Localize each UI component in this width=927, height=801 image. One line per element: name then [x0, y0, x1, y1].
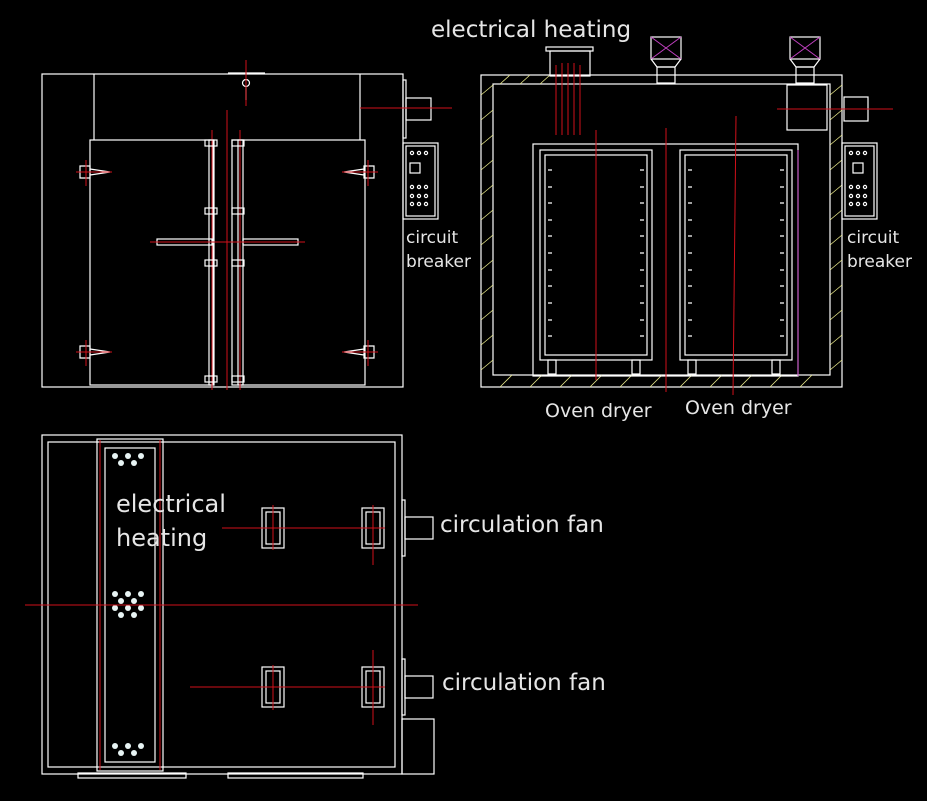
- side-cabinet-outline: [480, 74, 843, 388]
- label-oven-dryer-right: Oven dryer: [685, 397, 792, 419]
- left-door: [89, 139, 214, 386]
- circulation-fan-icon: [404, 516, 434, 540]
- label-circuit-breaker-front: circuit breaker: [406, 228, 471, 272]
- label-circulation-fan-bottom: circulation fan: [442, 670, 606, 696]
- heater-holes: [112, 453, 144, 756]
- label-electrical-heating-top: electrical heating: [116, 490, 226, 552]
- front-cabinet-outline: [41, 73, 404, 388]
- circulation-fan-icon: [404, 675, 434, 699]
- control-panel: [841, 142, 878, 220]
- label-electrical-heating-side: electrical heating: [431, 17, 632, 43]
- insulation-hatch: [480, 74, 843, 388]
- exhaust-vent-right: [789, 36, 821, 84]
- electrical-heating-unit: [549, 50, 591, 77]
- exhaust-vent-left: [650, 36, 682, 84]
- right-door: [231, 139, 366, 386]
- label-oven-dryer-left: Oven dryer: [545, 400, 652, 422]
- fan-motor-icon: [405, 97, 432, 121]
- control-panel: [402, 142, 439, 220]
- label-circulation-fan-top: circulation fan: [440, 512, 604, 538]
- front-view: [41, 60, 452, 390]
- top-view: [25, 434, 435, 779]
- side-section-view: [480, 36, 893, 396]
- circulation-fan-housing: [786, 84, 828, 131]
- label-circuit-breaker-side: circuit breaker: [847, 228, 912, 272]
- oven-trolley-right: [679, 149, 793, 375]
